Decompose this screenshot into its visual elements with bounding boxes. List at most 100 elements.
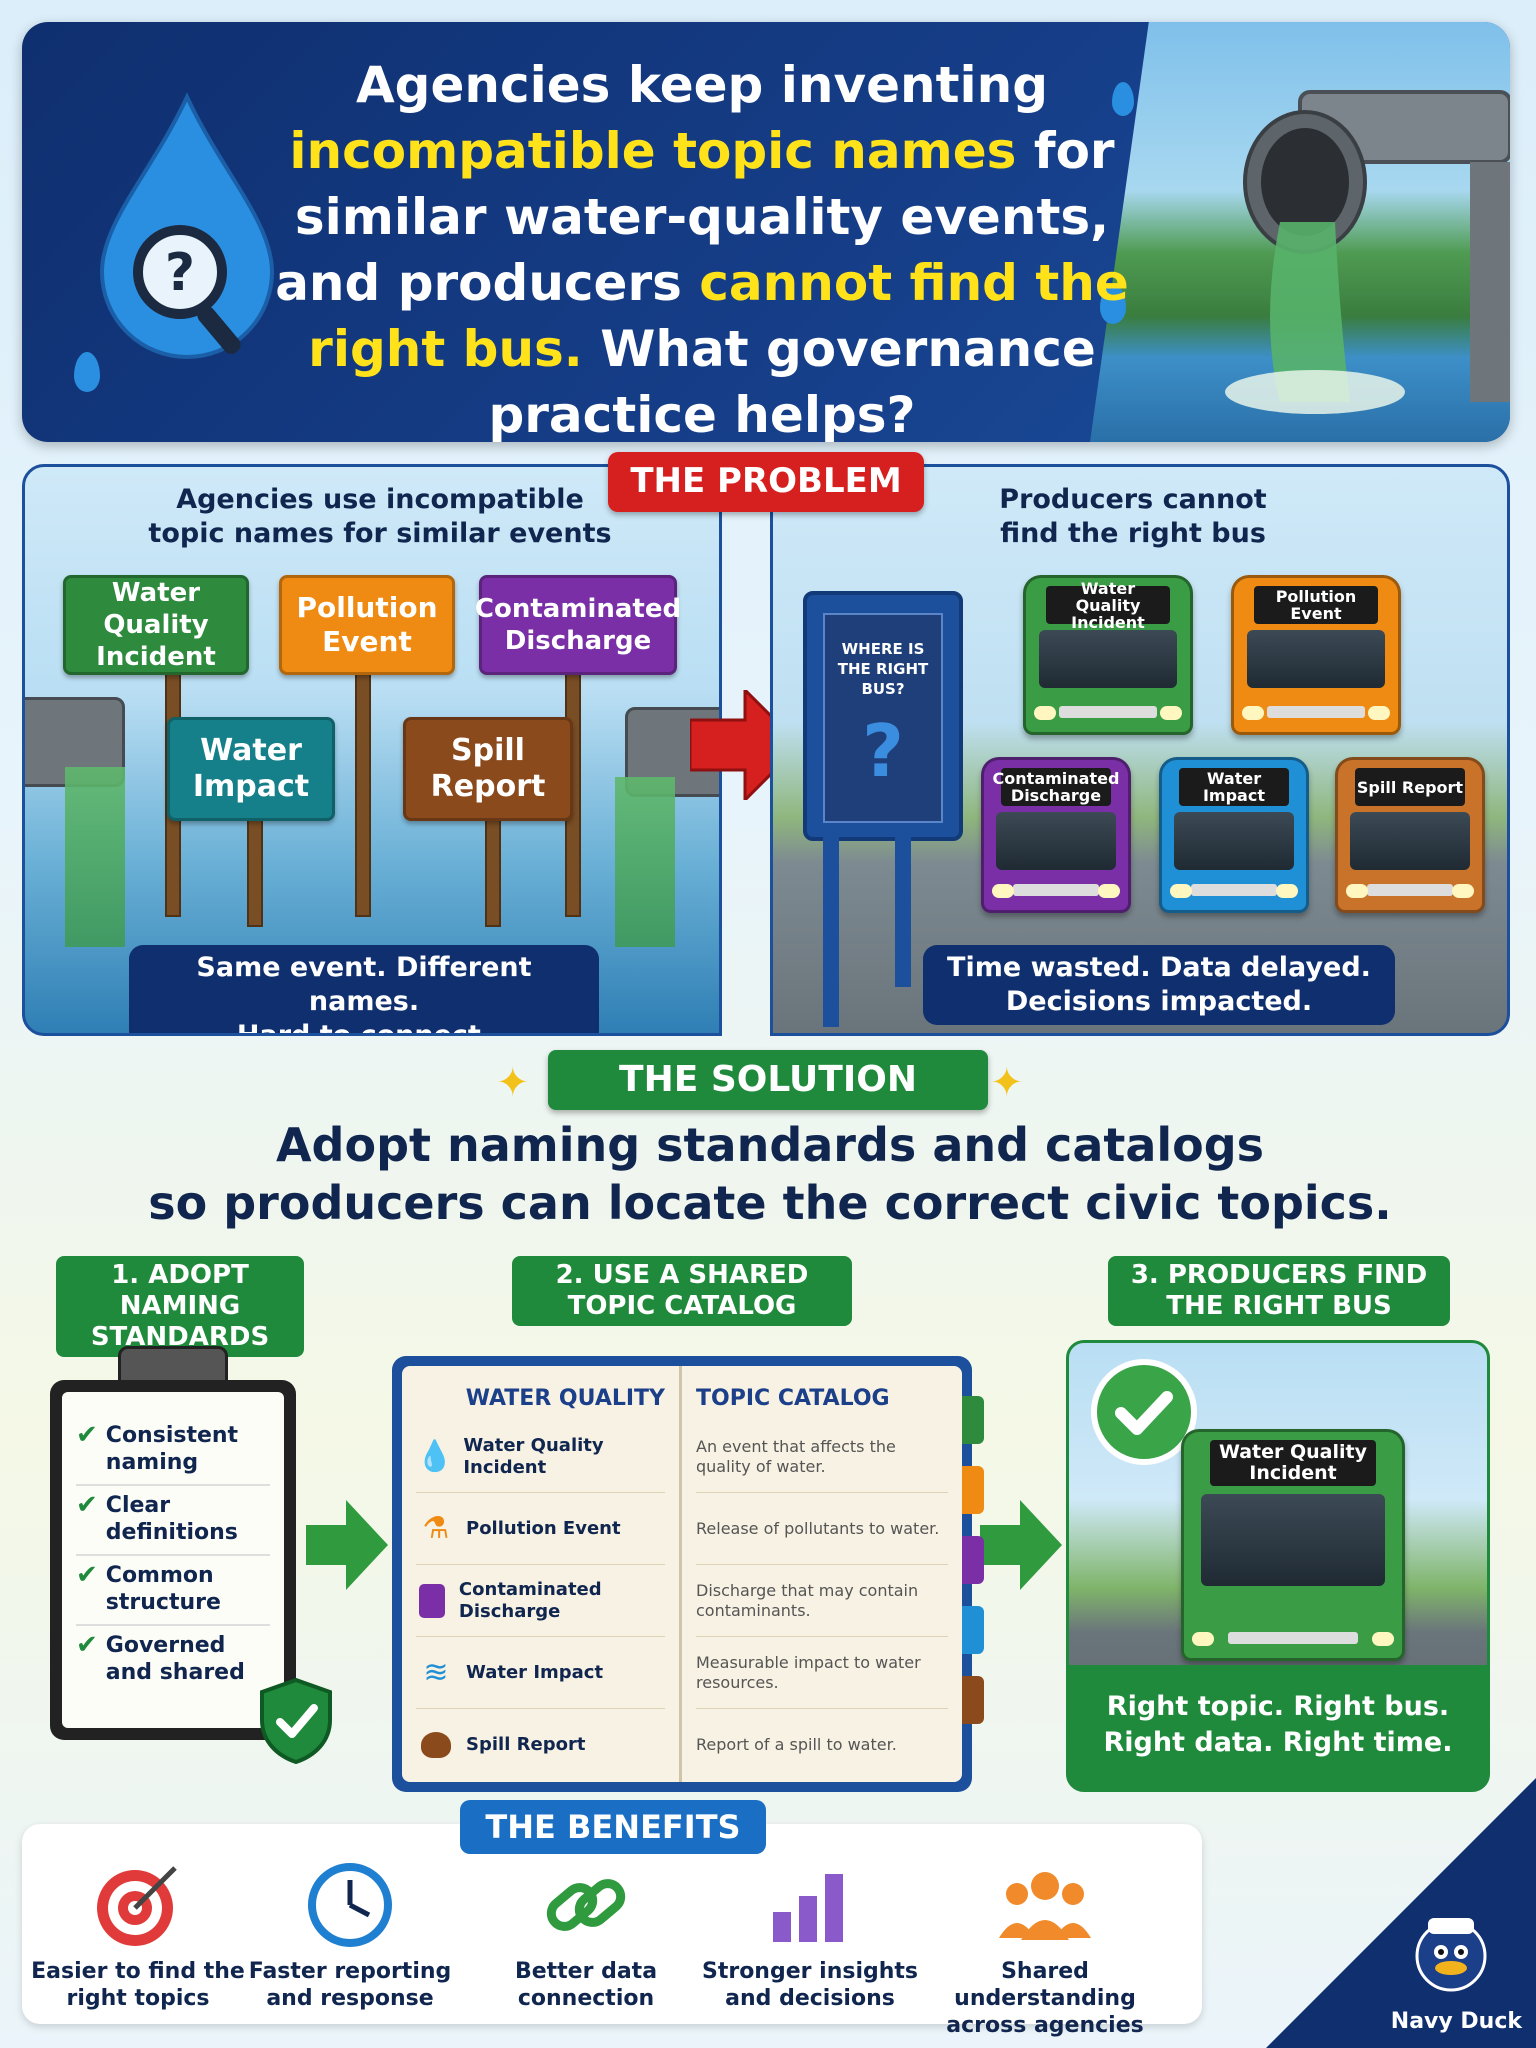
water-drop-magnifier-icon: ? [99, 92, 275, 359]
flask-icon: ⚗ [422, 1511, 450, 1546]
catalog-tab[interactable] [962, 1396, 984, 1444]
catalog-left-page: WATER QUALITY 💧 Water Quality Incident ⚗… [402, 1366, 682, 1782]
bus-windshield [1039, 630, 1177, 688]
benefit-item: Better data connection [476, 1860, 696, 2012]
bus-windshield [1247, 630, 1385, 688]
catalog-tab[interactable] [962, 1676, 984, 1724]
bus-headlight [1098, 884, 1120, 898]
header-banner: ? Agencies keep inventing incompatible t… [22, 22, 1510, 442]
title-text: What governance practice helps? [488, 320, 1096, 442]
bus-headlight [1452, 884, 1474, 898]
catalog-entry: Spill Report [416, 1709, 665, 1781]
small-drop-icon [1100, 284, 1126, 324]
sign-water-impact: Water Impact [167, 717, 335, 821]
bus-grille [1227, 1632, 1359, 1644]
bus-windshield [1201, 1494, 1385, 1586]
checkmark-icon: ✔ [76, 1560, 98, 1590]
bus-pollution-event: Pollution Event [1231, 575, 1401, 735]
solution-section-label: THE SOLUTION [548, 1050, 988, 1110]
title-highlight: cannot find the right bus. [308, 254, 1129, 378]
bus-contaminated-discharge: Contaminated Discharge [981, 757, 1131, 913]
catalog-title-left: WATER QUALITY [465, 1386, 665, 1411]
discharge-stream [65, 767, 125, 947]
catalog-right-page: TOPIC CATALOG An event that affects the … [682, 1366, 962, 1782]
catalog-entry-description: Discharge that may contain contaminants. [696, 1565, 948, 1637]
board-text: WHERE IS THE RIGHT BUS? [837, 640, 929, 698]
checkmark-circle-icon [1091, 1359, 1197, 1465]
catalog-tab[interactable] [962, 1536, 984, 1584]
benefit-label: Shared understanding across agencies [946, 1959, 1144, 2038]
barrel-icon [416, 1581, 449, 1621]
board-question-mark: ? [862, 709, 904, 793]
benefit-item: Shared understanding across agencies [920, 1860, 1170, 2039]
bus-headlight [1170, 884, 1192, 898]
catalog-entry: 💧 Water Quality Incident [416, 1421, 665, 1493]
shield-check-icon [260, 1677, 332, 1765]
checklist-item: ✔Consistent naming [76, 1416, 270, 1486]
sparkle-icon: ✦ [990, 1060, 1024, 1106]
benefit-label: Stronger insights and decisions [701, 1959, 919, 2011]
caption-line: Time wasted. Data delayed. [947, 952, 1371, 983]
clipboard-paper: ✔Consistent naming ✔Clear definitions ✔C… [62, 1392, 284, 1728]
bus-water-quality-incident: Water Quality Incident [1023, 575, 1193, 735]
sparkle-icon: ✦ [496, 1060, 530, 1106]
benefits-panel [22, 1824, 1202, 2024]
link-chain-icon [476, 1860, 696, 1950]
solution-headline: Adopt naming standards and catalogs so p… [120, 1116, 1420, 1232]
benefit-item: Stronger insights and decisions [700, 1860, 920, 2012]
catalog-entry: ⚗ Pollution Event [416, 1493, 665, 1565]
catalog-pages: WATER QUALITY 💧 Water Quality Incident ⚗… [402, 1366, 984, 1782]
catalog-tab[interactable] [962, 1606, 984, 1654]
bus-headlight [1372, 1632, 1394, 1646]
brand-label: Navy Duck [1390, 2009, 1522, 2034]
checklist-item: ✔Clear definitions [76, 1486, 270, 1556]
catalog-tab[interactable] [962, 1466, 984, 1514]
bus-grille [1058, 706, 1158, 718]
benefits-section-label: THE BENEFITS [460, 1800, 766, 1854]
sign-water-quality-incident: Water Quality Incident [63, 575, 249, 675]
problem-right-heading: Producers cannot find the right bus [999, 484, 1267, 549]
catalog-entry-description: Measurable impact to water resources. [696, 1637, 948, 1709]
bus-sign: Water Quality Incident [1045, 580, 1171, 631]
bus-sign: Water Quality Incident [1210, 1440, 1376, 1486]
checkmark-icon: ✔ [76, 1420, 98, 1450]
bus-headlight [1242, 706, 1264, 720]
sign-pollution-event: Pollution Event [279, 575, 455, 675]
title-text: for similar water-quality events, and pr… [275, 122, 1115, 312]
bus-grille [1190, 884, 1278, 896]
sign-spill-report: Spill Report [403, 717, 573, 821]
bus-water-impact: Water Impact [1159, 757, 1309, 913]
title-highlight: incompatible topic names [289, 122, 1017, 180]
caption-line: Same event. Different names. [196, 952, 532, 1017]
bus-headlight [1192, 1632, 1214, 1646]
checklist-item: ✔Common structure [76, 1556, 270, 1626]
problem-left-caption: Same event. Different names. Hard to con… [129, 945, 599, 1033]
green-arrow-icon [306, 1500, 388, 1590]
bus-water-quality-incident: Water Quality Incident [1181, 1429, 1405, 1661]
bus-headlight [1346, 884, 1368, 898]
caption-line: Right topic. Right bus. [1106, 1691, 1450, 1722]
bar-chart-icon [700, 1860, 920, 1950]
checklist-label: Consistent naming [105, 1423, 239, 1475]
catalog-title-right: TOPIC CATALOG [696, 1386, 890, 1411]
benefit-label: Easier to find the right topics [31, 1959, 245, 2011]
checklist-label: Governed and shared [105, 1633, 245, 1685]
bus-headlight [1276, 884, 1298, 898]
bus-headlight [1034, 706, 1056, 720]
bus-sign: Water Impact [1179, 768, 1289, 806]
catalog-entry-name: Water Quality Incident [463, 1434, 604, 1478]
naming-standards-clipboard: ✔Consistent naming ✔Clear definitions ✔C… [50, 1380, 296, 1740]
catalog-entry-description: Report of a spill to water. [696, 1735, 897, 1754]
page-title: Agencies keep inventing incompatible top… [272, 52, 1132, 442]
checklist-label: Clear definitions [105, 1493, 238, 1545]
small-drop-icon [74, 352, 100, 392]
bus-headlight [992, 884, 1014, 898]
step3-caption: Right topic. Right bus. Right data. Righ… [1069, 1665, 1487, 1789]
problem-left-heading: Agencies use incompatible topic names fo… [148, 484, 612, 549]
bus-sign: Spill Report [1355, 768, 1465, 806]
bus-grille [1266, 706, 1366, 718]
bus-grille [1012, 884, 1100, 896]
info-board: WHERE IS THE RIGHT BUS? ? [803, 591, 963, 841]
caption-line: Right data. Right time. [1103, 1727, 1453, 1758]
bus-sign: Pollution Event [1253, 586, 1379, 624]
